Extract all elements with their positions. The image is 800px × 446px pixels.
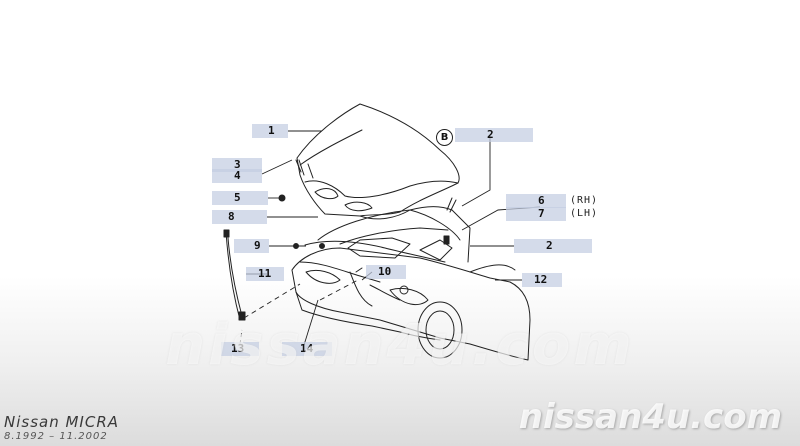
callout-1[interactable]: 1 [252,124,288,138]
callout-2-hood-hinge[interactable]: 2 [455,128,533,142]
callout-10[interactable]: 10 [366,265,406,279]
model-title: Nissan MICRA [4,413,120,431]
label-lh: (LH) [570,208,599,219]
front-wheel [417,301,463,359]
callout-7[interactable]: 7 [506,207,566,221]
callout-12[interactable]: 12 [522,273,562,287]
production-dates: 8.1992 – 11.2002 [4,431,108,442]
callout-4[interactable]: 4 [212,169,262,183]
callout-8[interactable]: 8 [212,210,267,224]
callout-11[interactable]: 11 [246,267,284,281]
callout-5[interactable]: 5 [212,191,268,205]
callout-6[interactable]: 6 [506,194,566,208]
detail-marker-b: B [436,129,453,146]
callout-14[interactable]: 14 [282,342,332,356]
callout-3[interactable]: 3 [212,158,262,172]
callout-13[interactable]: 13 [221,342,259,356]
callout-9[interactable]: 9 [234,239,269,253]
callout-2-hood-stay[interactable]: 2 [514,239,592,253]
hood-panel [296,103,460,217]
watermark-corner: nissan4u.com [518,397,782,437]
watermark-center: nissan4u.com [165,313,635,378]
hood-stay [225,231,241,321]
label-rh: (RH) [570,195,599,206]
